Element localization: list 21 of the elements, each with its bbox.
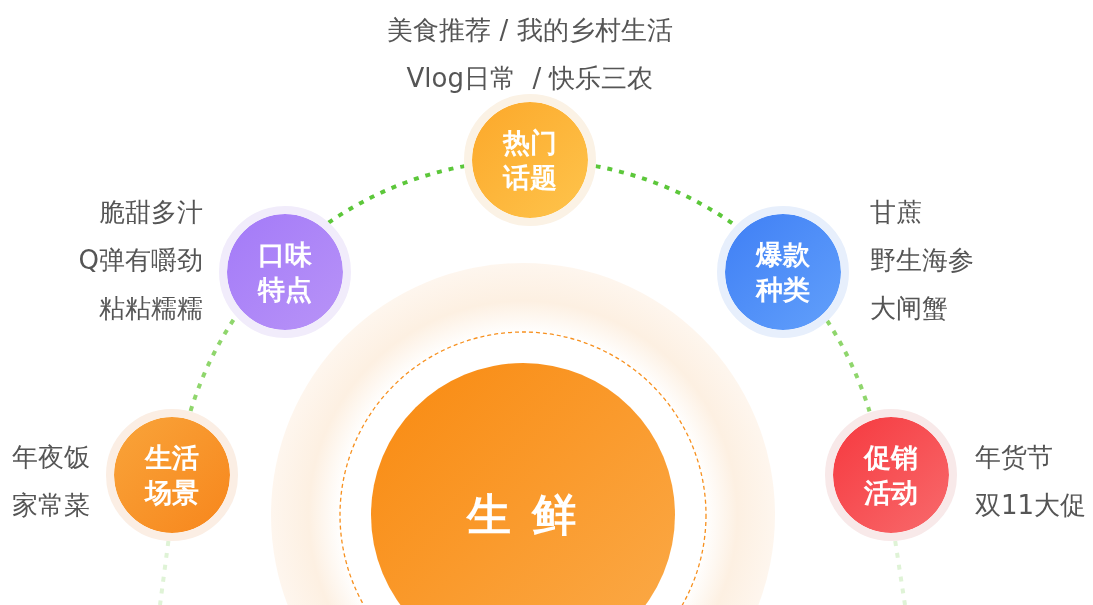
topic-circle: 口味特点 <box>219 206 351 338</box>
caption-text: 年夜饭 <box>12 441 90 474</box>
topic-circle: 生活场景 <box>106 409 238 541</box>
caption-text: 大闸蟹 <box>870 292 948 325</box>
dotted-line <box>158 540 171 605</box>
caption-text: 脆甜多汁 <box>99 196 203 229</box>
caption-text: Vlog日常 / 快乐三农 <box>406 62 654 95</box>
dotted-line <box>893 540 907 605</box>
topic-circle: 促销活动 <box>825 409 957 541</box>
caption-text: 家常菜 <box>12 489 90 522</box>
caption-text: 粘粘糯糯 <box>99 292 203 325</box>
caption-text: 年货节 <box>975 441 1053 474</box>
caption-text: 双11大促 <box>975 489 1087 522</box>
caption-text: 甘蔗 <box>870 196 922 229</box>
dotted-arc <box>825 319 872 413</box>
dotted-arc <box>327 164 465 225</box>
topic-circle: 爆款种类 <box>717 206 849 338</box>
caption-text: Q弹有嚼劲 <box>78 244 203 277</box>
topic-circle: 热门话题 <box>464 94 596 226</box>
caption-text: 野生海参 <box>870 244 974 277</box>
caption-text: 美食推荐 / 我的乡村生活 <box>387 14 673 47</box>
